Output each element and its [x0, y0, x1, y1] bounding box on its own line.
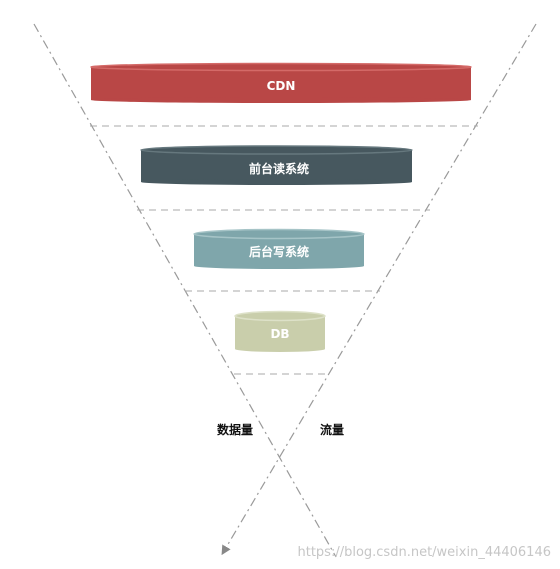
layer-backend-write-body [194, 234, 364, 266]
layer-frontend-read-bottom [141, 179, 412, 185]
layer-cdn-bottom [91, 97, 471, 103]
layer-backend-write: 后台写系统 [193, 228, 365, 269]
layer-frontend-read-label: 前台读系统 [249, 161, 309, 176]
layer-db-label: DB [270, 327, 289, 341]
layer-db-bottom [235, 346, 325, 352]
layer-cdn-label: CDN [267, 79, 296, 93]
layer-backend-write-label: 后台写系统 [249, 244, 309, 259]
right-diagonal-line [221, 23, 537, 556]
traffic-label: 流量 [320, 422, 344, 437]
watermark-text: https://blog.csdn.net/weixin_44406146 [297, 545, 551, 560]
layer-frontend-read: 前台读系统 [140, 145, 413, 185]
layer-frontend-read-rim [140, 145, 413, 155]
layer-backend-write-bottom [194, 263, 364, 269]
layer-cdn-body [91, 67, 471, 100]
layer-cdn: CDN [90, 62, 472, 103]
layer-db-body [235, 316, 325, 349]
layer-backend-write-rim [193, 228, 365, 240]
layer-db-rim [234, 310, 326, 322]
data-volume-label: 数据量 [217, 422, 253, 437]
layer-cdn-rim [90, 62, 472, 72]
layer-db: DB [234, 310, 326, 352]
layer-frontend-read-body [141, 150, 412, 182]
